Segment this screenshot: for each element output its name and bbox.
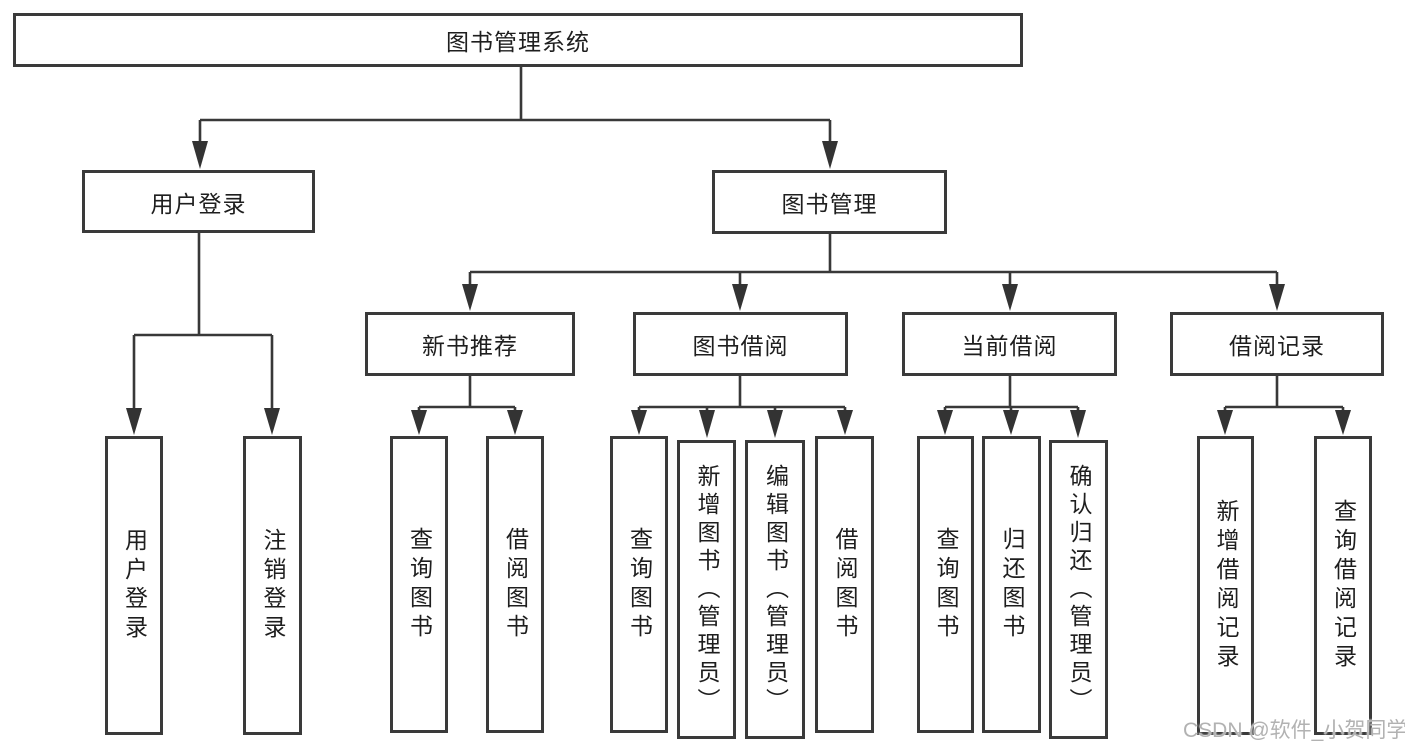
node-leaf-return-books: 归还图书: [982, 436, 1041, 733]
node-leaf-borrow-books-recommend: 借阅图书: [486, 436, 544, 733]
node-leaf-add-borrow-record: 新增借阅记录: [1197, 436, 1254, 735]
node-leaf-logout: 注销登录: [243, 436, 302, 735]
node-leaf-query-books-current: 查询图书: [917, 436, 974, 733]
node-root-system: 图书管理系统: [13, 13, 1023, 67]
node-leaf-query-books-borrowing: 查询图书: [610, 436, 668, 733]
edge-current-borrowing-children: [937, 376, 1086, 438]
node-user-login: 用户登录: [82, 170, 315, 233]
csdn-watermark: CSDN @软件_小贺同学: [1183, 719, 1405, 742]
edge-book-management-children: [462, 234, 1285, 311]
edge-new-book-recommend-children: [411, 376, 523, 435]
node-leaf-confirm-return-admin: 确认归还（管理员）: [1049, 440, 1108, 739]
node-leaf-user-login: 用户登录: [105, 436, 163, 735]
edge-book-borrowing-children: [631, 376, 853, 438]
node-leaf-borrow-books-borrowing: 借阅图书: [815, 436, 874, 733]
edge-borrowing-records-children: [1217, 376, 1351, 435]
node-leaf-edit-books-admin: 编辑图书（管理员）: [745, 440, 805, 739]
node-book-borrowing: 图书借阅: [633, 312, 848, 376]
edge-user-login-children: [126, 233, 280, 435]
node-new-book-recommend: 新书推荐: [365, 312, 575, 376]
node-book-management: 图书管理: [712, 170, 947, 234]
node-leaf-query-borrow-record: 查询借阅记录: [1314, 436, 1372, 735]
node-leaf-query-books-recommend: 查询图书: [390, 436, 448, 733]
node-current-borrowing: 当前借阅: [902, 312, 1117, 376]
node-borrowing-records: 借阅记录: [1170, 312, 1384, 376]
node-leaf-add-books-admin: 新增图书（管理员）: [677, 440, 736, 739]
edge-root-to-level2: [192, 67, 838, 169]
